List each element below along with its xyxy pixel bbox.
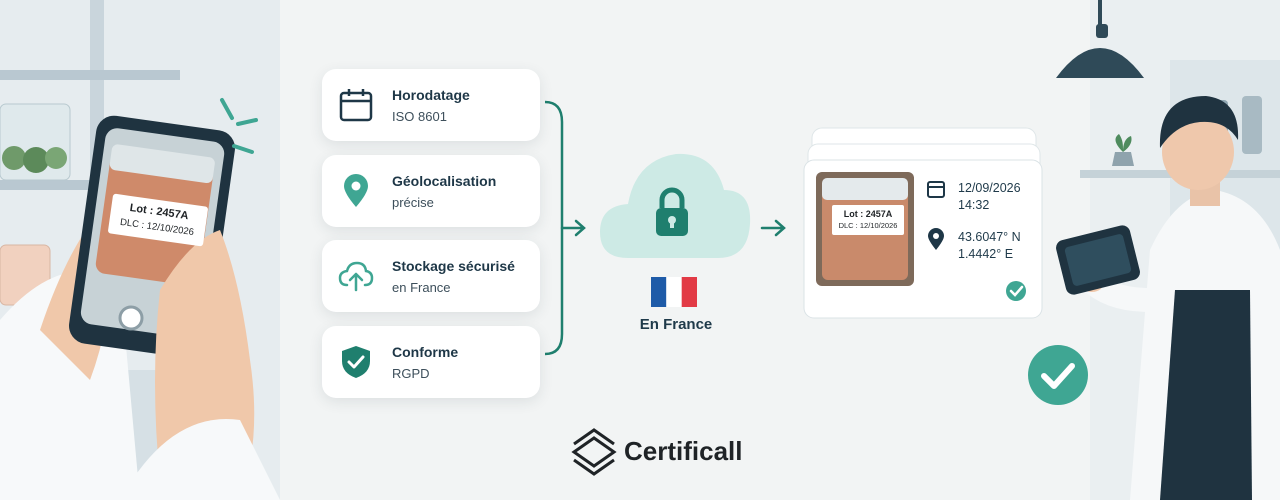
cloud-label: En France — [639, 316, 713, 333]
lot-text: Lot : 2457A — [843, 209, 893, 219]
feature-title: Géolocalisation — [392, 173, 497, 189]
feature-card-geolocation: Géolocalisation précise — [322, 155, 540, 227]
feature-subtitle: en France — [392, 280, 451, 295]
result-datetime: 12/09/2026 14:32 — [958, 180, 1021, 214]
cloud-upload-icon — [338, 261, 374, 292]
feature-subtitle: précise — [392, 195, 434, 210]
result-longitude: 1.4442° E — [958, 247, 1014, 261]
location-pin-icon — [344, 174, 368, 207]
result-date: 12/09/2026 — [958, 181, 1021, 195]
photo-product-label: Lot : 2457A DLC : 12/10/2026 — [832, 205, 904, 235]
feature-card-storage: Stockage sécurisé en France — [322, 240, 540, 312]
result-time: 14:32 — [958, 198, 990, 212]
feature-title: Horodatage — [392, 87, 470, 103]
feature-card-timestamp: Horodatage ISO 8601 — [322, 69, 540, 141]
feature-subtitle: RGPD — [392, 366, 430, 381]
feature-card-compliance: Conforme RGPD — [322, 326, 540, 398]
calendar-icon — [339, 89, 373, 122]
shield-check-icon — [342, 346, 370, 378]
feature-title: Stockage sécurisé — [392, 258, 515, 274]
brand-name: Certificall — [624, 436, 743, 466]
feature-subtitle: ISO 8601 — [392, 109, 447, 124]
result-latitude: 43.6047° N — [958, 230, 1021, 244]
french-flag-icon — [651, 277, 697, 307]
dlc-text: DLC : 12/10/2026 — [838, 221, 898, 230]
padlock-icon — [656, 187, 688, 236]
result-coordinates: 43.6047° N 1.4442° E — [958, 229, 1021, 263]
feature-title: Conforme — [392, 344, 459, 360]
